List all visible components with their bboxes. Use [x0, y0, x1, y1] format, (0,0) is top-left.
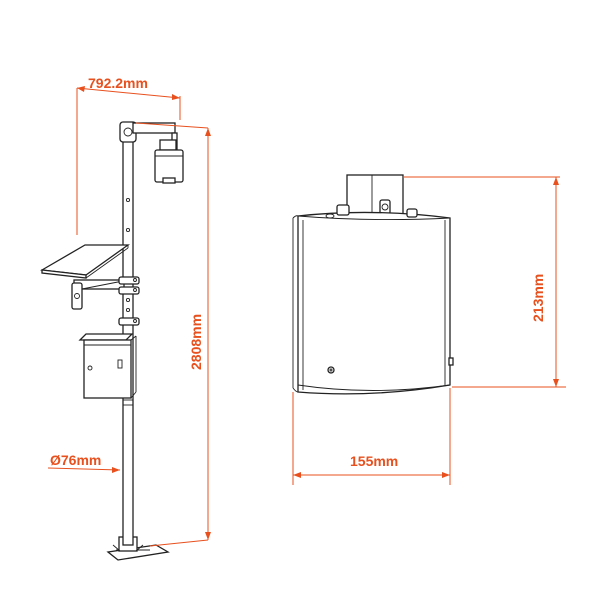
- dim-pole-diameter: Ø76mm: [47, 452, 121, 473]
- pole-height-label: 2808mm: [188, 314, 204, 370]
- solar-bracket: [71, 276, 140, 310]
- control-box: [78, 333, 137, 399]
- dim-arm-width: 792.2mm: [76, 75, 181, 235]
- pole-top-cap: [119, 121, 137, 143]
- dim-sensor-height: 213mm: [403, 176, 566, 388]
- top-sensor-head: [154, 149, 184, 184]
- pole-assembly: [39, 121, 184, 561]
- middle-clamp: [118, 317, 140, 326]
- arm-width-label: 792.2mm: [88, 75, 148, 91]
- sensor-top-mount: [346, 174, 404, 216]
- sensor-height-label: 213mm: [530, 274, 546, 322]
- dim-sensor-width: 155mm: [292, 388, 451, 485]
- pole-diameter-label: Ø76mm: [50, 452, 101, 468]
- top-arm: [132, 122, 178, 151]
- sensor-width-label: 155mm: [350, 453, 398, 469]
- dim-pole-height: 2808mm: [135, 122, 211, 547]
- base-plate: [106, 536, 170, 561]
- sensor-unit: [292, 174, 454, 395]
- pole-bolt-holes: [125, 197, 131, 353]
- solar-panel: [39, 244, 131, 279]
